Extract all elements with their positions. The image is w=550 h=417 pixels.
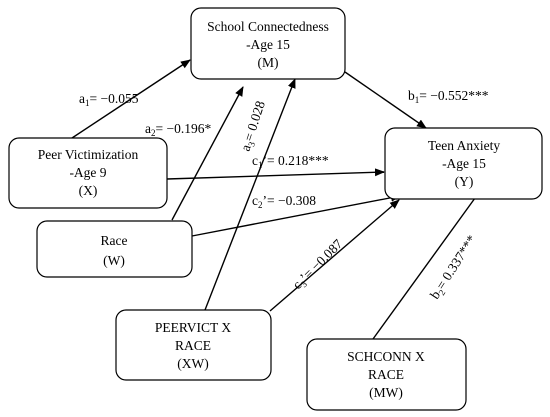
- node-xw-line-3: (XW): [177, 356, 208, 371]
- edge-a2-w-to-m: [171, 86, 244, 221]
- node-xw-box: [115, 309, 272, 381]
- label-b2: b2= 0.337***: [427, 232, 481, 303]
- edge-c1-x-to-y: [166, 168, 385, 180]
- node-x-line-2: -Age 9: [69, 165, 106, 180]
- node-x: Peer Victimization -Age 9 (X): [8, 137, 168, 209]
- node-m: School Connectedness -Age 15 (M): [190, 7, 346, 80]
- node-mw-line-3: (MW): [369, 385, 403, 400]
- node-mw: SCHCONN X RACE (MW): [306, 338, 467, 411]
- label-b1: b1= −0.552***: [408, 88, 489, 105]
- node-y-box: [384, 127, 543, 200]
- label-c1: c1’= 0.218***: [252, 153, 329, 170]
- node-xw-line-1: PEERVICT X: [155, 320, 232, 335]
- edge-b2-mw-to-y: [372, 186, 484, 340]
- edge-c2-w-to-y: [191, 193, 401, 237]
- label-c3: c3’= −0.087: [290, 236, 347, 293]
- node-w: Race (W): [36, 220, 193, 278]
- node-mw-line-1: SCHCONN X: [347, 349, 425, 364]
- node-x-line-1: Peer Victimization: [38, 147, 139, 162]
- node-y-line-2: -Age 15: [442, 156, 486, 171]
- node-m-line-1: School Connectedness: [207, 19, 329, 34]
- node-x-box: [8, 137, 168, 209]
- node-m-line-3: (M): [258, 55, 279, 70]
- node-y-line-1: Teen Anxiety: [428, 138, 500, 153]
- label-a1: a1= −0.055: [79, 91, 139, 108]
- node-w-box: [36, 220, 193, 278]
- node-m-line-2: -Age 15: [246, 37, 290, 52]
- node-mw-box: [306, 338, 467, 411]
- edge-b1-m-to-y: [344, 71, 427, 129]
- edge-c3-xw-to-y: [269, 199, 400, 312]
- edges: [71, 59, 484, 340]
- node-xw: PEERVICT X RACE (XW): [115, 309, 272, 381]
- label-a2: a2= −0.196*: [145, 121, 211, 138]
- node-w-line-1: Race: [101, 233, 128, 248]
- node-mw-line-2: RACE: [368, 367, 404, 382]
- node-m-box: [190, 7, 346, 80]
- node-x-line-3: (X): [79, 183, 98, 198]
- node-w-line-2: (W): [103, 253, 125, 268]
- node-y-line-3: (Y): [455, 174, 474, 189]
- label-a3: a3= 0.028: [238, 99, 270, 154]
- edge-a3-xw-to-m: [204, 78, 296, 311]
- label-c2: c2’= −0.308: [252, 193, 316, 210]
- edge-a1-x-to-m: [71, 59, 191, 139]
- node-y: Teen Anxiety -Age 15 (Y): [384, 127, 543, 200]
- node-xw-line-2: RACE: [175, 338, 211, 353]
